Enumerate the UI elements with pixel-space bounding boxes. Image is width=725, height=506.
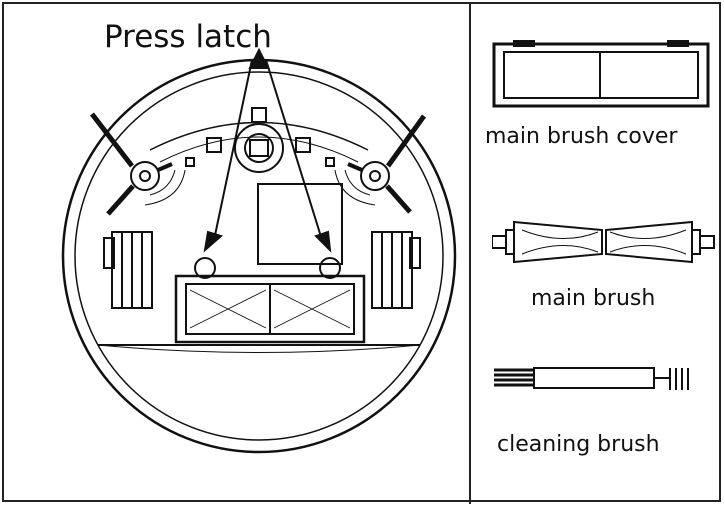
latch-arrows-icon bbox=[213, 59, 323, 241]
main-brush-cover-label: main brush cover bbox=[485, 124, 678, 149]
main-brush-cover-icon bbox=[492, 40, 710, 108]
left-side-brush-icon bbox=[90, 112, 186, 216]
cleaning-brush-icon bbox=[494, 367, 689, 390]
right-drive-wheel-icon bbox=[371, 231, 421, 309]
right-side-brush-icon bbox=[334, 114, 427, 214]
main-brush-icon bbox=[492, 220, 715, 264]
main-brush-label: main brush bbox=[531, 286, 656, 311]
left-drive-wheel-icon bbox=[103, 231, 153, 309]
cleaning-brush-label: cleaning brush bbox=[497, 432, 660, 457]
panel-divider bbox=[469, 2, 471, 504]
caster-wheel-icon bbox=[234, 107, 284, 173]
press-latch-label: Press latch bbox=[104, 19, 272, 55]
main-brush-housing-icon bbox=[174, 257, 366, 344]
diagram-frame bbox=[2, 2, 721, 502]
